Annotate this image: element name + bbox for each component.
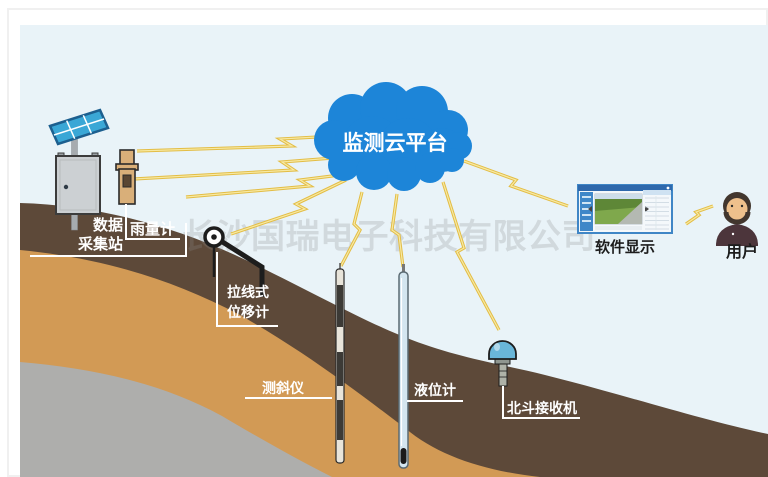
pulley-icon <box>203 226 265 297</box>
lightning-bolt-to-displacement-meter <box>230 178 347 236</box>
inclinometer-label: 测斜仪 <box>262 380 305 397</box>
solar-data-station: 数据 采集站 <box>30 108 187 257</box>
beidou-receiver: 北斗接收机 <box>488 340 580 419</box>
displacement-label-line1: 拉线式 <box>227 284 269 301</box>
cloud-shape <box>314 82 472 191</box>
rain-gauge-leader-line <box>125 204 180 240</box>
rain-gauge-label: 雨量计 <box>130 220 175 238</box>
cloud-platform: 监测云平台 <box>314 82 472 191</box>
lightning-bolt-to-inclinometer <box>339 191 364 267</box>
user-label: 用户 <box>726 242 758 261</box>
company-watermark: 长沙国瑞电子科技有限公司 <box>182 217 596 257</box>
liquid-level-gauge: 液位计 <box>398 264 463 469</box>
terrain-rock-layer <box>20 362 332 477</box>
data-logger-cabinet-icon <box>55 152 101 215</box>
rain-gauge-icon <box>115 149 139 205</box>
user-avatar-icon <box>716 192 758 246</box>
beidou-label: 北斗接收机 <box>507 400 577 417</box>
station-leader-line <box>30 223 187 257</box>
station-label-line1: 数据 <box>93 216 123 234</box>
user-figure: 用户 <box>716 192 758 261</box>
lightning-bolt-to-beidou <box>441 181 501 331</box>
pull-wire-displacement-meter: 拉线式 位移计 <box>203 226 278 327</box>
level-probe-icon <box>398 264 409 469</box>
lightning-bolt-to-level-gauge <box>390 193 405 268</box>
inclinometer-probe-icon <box>335 263 345 464</box>
software-display: 软件显示 <box>577 184 673 256</box>
software-window-icon <box>577 184 673 234</box>
level-gauge-label: 液位计 <box>414 382 456 399</box>
lightning-bolt-to-software <box>463 159 569 208</box>
lightning-bolt-to-user <box>685 204 714 226</box>
station-label-line2: 采集站 <box>77 235 123 253</box>
cloud-platform-label: 监测云平台 <box>343 131 448 155</box>
inclinometer: 测斜仪 <box>245 263 345 464</box>
beidou-antenna-icon <box>488 340 517 387</box>
displacement-label-line2: 位移计 <box>227 304 269 321</box>
rain-gauge: 雨量计 <box>115 149 180 240</box>
solar-panel-icon <box>48 108 110 146</box>
software-label: 软件显示 <box>595 238 655 256</box>
displacement-leader-line <box>216 252 278 327</box>
beidou-leader-line <box>502 386 580 419</box>
